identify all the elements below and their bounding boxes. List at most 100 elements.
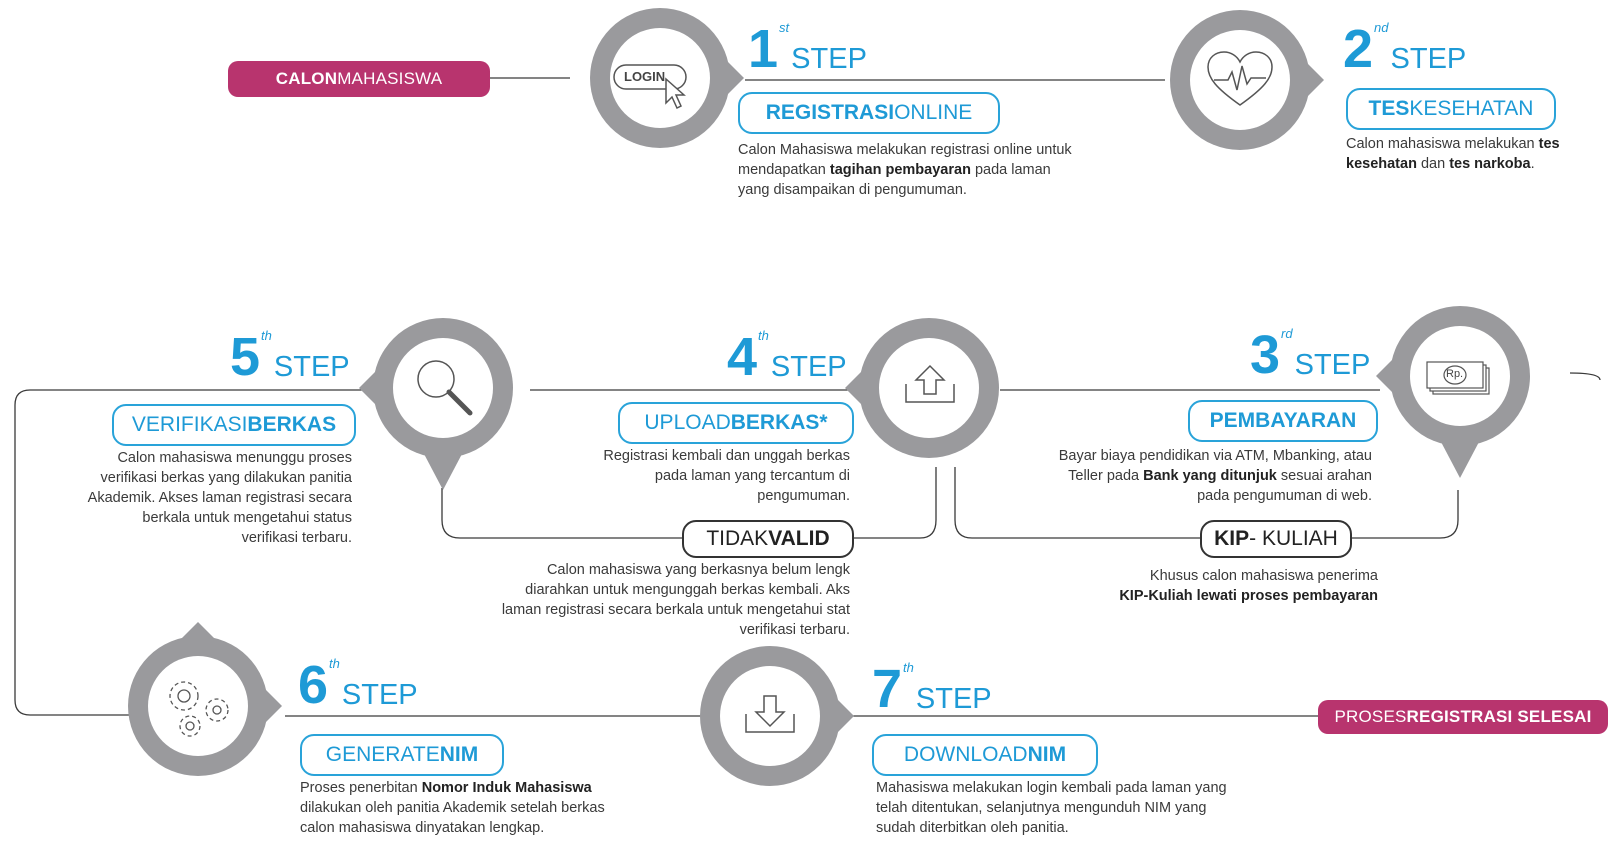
text-segment: th bbox=[758, 328, 769, 343]
text-segment: tes narkoba bbox=[1449, 156, 1531, 172]
money-icon-text: Rp. bbox=[1446, 368, 1464, 380]
text-segment: th bbox=[329, 656, 340, 671]
step-5-description: Calon mahasiswa menunggu proses verifika… bbox=[30, 448, 352, 548]
text-segment: verifikasi terbaru. bbox=[241, 530, 352, 546]
text-segment: Mahasiswa melakukan login kembali pada l… bbox=[876, 780, 1227, 796]
text-segment: PROSES bbox=[1334, 707, 1407, 726]
text-segment: dilakukan oleh panitia Akademik setelah … bbox=[300, 800, 605, 816]
step-6-title: GENERATE NIM bbox=[300, 734, 504, 776]
text-segment: TES bbox=[1368, 97, 1410, 120]
upload-icon bbox=[904, 362, 956, 411]
text-segment: PEMBAYARAN bbox=[1209, 409, 1357, 432]
text-segment: NIM bbox=[439, 743, 479, 766]
text-segment: STEP bbox=[1390, 43, 1467, 75]
step-6-description: Proses penerbitan Nomor Induk Mahasiswa … bbox=[300, 778, 700, 838]
text-segment: tagihan pembayaran bbox=[829, 162, 971, 178]
text-segment: diarahkan untuk mengunggah berkas kembal… bbox=[525, 582, 850, 598]
text-segment: sesuai arahan bbox=[1276, 468, 1372, 484]
text-segment: pengumuman. bbox=[757, 488, 850, 504]
text-segment: VALID bbox=[768, 527, 830, 550]
download-icon bbox=[744, 692, 796, 741]
text-segment: Teller pada bbox=[1068, 468, 1144, 484]
heart-pulse-icon bbox=[1206, 50, 1274, 115]
text-segment: mendapatkan bbox=[738, 162, 830, 178]
text-segment: dan bbox=[1416, 156, 1450, 172]
text-segment: Calon mahasiswa yang berkasnya belum len… bbox=[546, 562, 850, 578]
end-label: PROSES REGISTRASI SELESAI bbox=[1318, 700, 1608, 734]
text-segment: 5 bbox=[230, 327, 261, 387]
text-segment: pada laman bbox=[970, 162, 1051, 178]
text-segment: KIP bbox=[1214, 527, 1250, 550]
text-segment: laman registrasi secara berkala untuk me… bbox=[501, 602, 850, 618]
start-label: CALON MAHASISWA bbox=[228, 61, 490, 97]
text-segment: STEP bbox=[341, 679, 418, 711]
text-segment: STEP bbox=[915, 683, 992, 715]
text-segment: verifikasi berkas yang dilakukan panitia bbox=[100, 470, 352, 486]
step-2-title: TES KESEHATAN bbox=[1346, 88, 1556, 130]
text-segment: nd bbox=[1374, 20, 1389, 35]
tidak-valid-description: Calon mahasiswa yang berkasnya belum len… bbox=[410, 560, 850, 640]
text-segment: 3 bbox=[1250, 325, 1281, 385]
step-2-description: Calon mahasiswa melakukan tes kesehatan … bbox=[1346, 134, 1610, 174]
text-segment: STEP bbox=[1294, 349, 1371, 381]
text-segment: kesehatan bbox=[1346, 156, 1417, 172]
text-segment: STEP bbox=[273, 351, 350, 383]
text-segment: th bbox=[903, 660, 914, 675]
text-segment: - KULIAH bbox=[1249, 527, 1338, 550]
text-segment: NIM bbox=[1027, 743, 1067, 766]
text-segment: ONLINE bbox=[894, 101, 973, 124]
text-segment: Akademik. Akses laman registrasi secara bbox=[87, 490, 352, 506]
tidak-valid-label: TIDAK VALID bbox=[682, 520, 854, 558]
text-segment: Registrasi kembali dan unggah berkas bbox=[603, 448, 850, 464]
text-segment: UPLOAD bbox=[644, 411, 731, 434]
text-segment: STEP bbox=[770, 351, 847, 383]
text-segment: telah ditentukan, selanjutnya mengunduh … bbox=[876, 800, 1207, 816]
step-4-title: UPLOAD BERKAS* bbox=[618, 402, 854, 444]
text-segment: KIP-Kuliah lewati proses pembayaran bbox=[1119, 588, 1378, 604]
text-segment: tes bbox=[1538, 136, 1560, 152]
text-segment: sudah diterbitkan oleh panitia. bbox=[876, 820, 1069, 836]
text-segment: th bbox=[261, 328, 272, 343]
text-segment: BERKAS* bbox=[730, 411, 828, 434]
text-segment: berkala untuk mengetahui status bbox=[142, 510, 352, 526]
text-segment: VERIFIKASI bbox=[131, 413, 248, 436]
step-5-title: VERIFIKASI BERKAS bbox=[112, 404, 356, 446]
text-segment: Calon Mahasiswa melakukan registrasi onl… bbox=[738, 142, 1072, 158]
text-segment: BERKAS bbox=[247, 413, 337, 436]
gears-icon bbox=[162, 676, 238, 745]
text-segment: calon mahasiswa dinyatakan lengkap. bbox=[300, 820, 545, 836]
text-segment: pada laman yang tercantum di bbox=[654, 468, 850, 484]
text-segment: Bayar biaya pendidikan via ATM, Mbanking… bbox=[1058, 448, 1372, 464]
money-icon: Rp. bbox=[1425, 360, 1495, 405]
text-segment: Calon mahasiswa melakukan bbox=[1346, 136, 1539, 152]
login-icon: LOGIN bbox=[612, 63, 712, 113]
text-segment: KESEHATAN bbox=[1409, 97, 1534, 120]
text-segment: pada pengumuman di web. bbox=[1197, 488, 1372, 504]
text-segment: 7 bbox=[872, 659, 903, 719]
text-segment: 6 bbox=[298, 655, 329, 715]
step-7-description: Mahasiswa melakukan login kembali pada l… bbox=[876, 778, 1306, 838]
text-segment: Calon mahasiswa menunggu proses bbox=[117, 450, 352, 466]
text-segment: Nomor Induk Mahasiswa bbox=[421, 780, 592, 796]
text-segment: GENERATE bbox=[325, 743, 440, 766]
text-segment: CALON bbox=[275, 69, 338, 88]
text-segment: REGISTRASI bbox=[765, 101, 895, 124]
step-4-description: Registrasi kembali dan unggah berkas pad… bbox=[510, 446, 850, 506]
text-segment: st bbox=[779, 20, 790, 35]
step-7-title: DOWNLOAD NIM bbox=[872, 734, 1098, 776]
step-3-description: Bayar biaya pendidikan via ATM, Mbanking… bbox=[972, 446, 1372, 506]
text-segment: . bbox=[1530, 156, 1535, 172]
search-icon bbox=[412, 355, 476, 424]
text-segment: 1 bbox=[748, 19, 779, 79]
text-segment: DOWNLOAD bbox=[903, 743, 1028, 766]
text-segment: yang disampaikan di pengumuman. bbox=[738, 182, 967, 198]
step-1-title: REGISTRASI ONLINE bbox=[738, 92, 1000, 134]
text-segment: rd bbox=[1281, 326, 1293, 341]
text-segment: 2 bbox=[1343, 19, 1374, 79]
